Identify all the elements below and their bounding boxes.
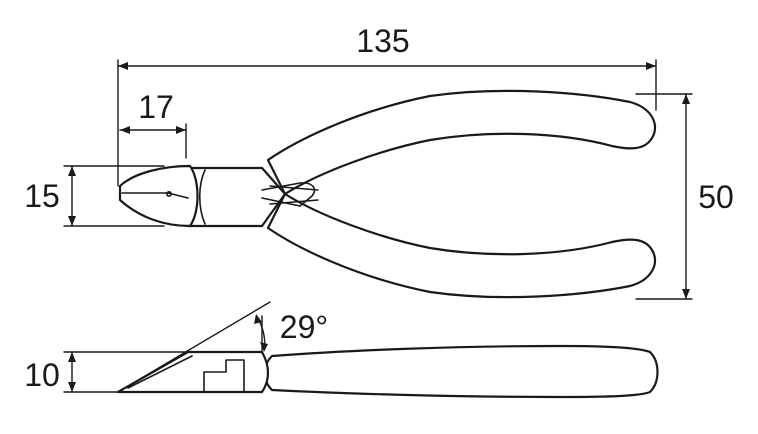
side-handle xyxy=(263,344,659,399)
return-spring xyxy=(261,182,316,207)
jaw-angle-label: 29° xyxy=(280,309,328,345)
head-length-label: 17 xyxy=(138,89,174,125)
spring-wire xyxy=(269,185,319,205)
head-width-label: 15 xyxy=(24,178,60,214)
joint-inner-line xyxy=(198,169,206,225)
upper-handle xyxy=(266,89,657,196)
pliers-side-view xyxy=(116,344,659,399)
dimension-handle-span: 50 xyxy=(635,93,734,300)
dimension-head-width: 15 xyxy=(24,165,165,227)
joint-body xyxy=(182,166,287,228)
pliers-top-view xyxy=(118,89,657,299)
side-step-detail xyxy=(203,359,245,393)
dimension-head-length: 17 xyxy=(119,89,187,159)
dimension-overall-length: 135 xyxy=(117,23,657,187)
side-jaw-bevel xyxy=(127,355,193,389)
side-head xyxy=(116,350,270,394)
thickness-label: 10 xyxy=(24,357,60,393)
handle-span-label: 50 xyxy=(698,179,734,215)
dimension-thickness: 10 xyxy=(24,351,197,393)
overall-length-label: 135 xyxy=(356,23,409,59)
jaw-pivot-dot xyxy=(166,191,173,198)
cutting-head xyxy=(118,164,199,228)
lower-handle xyxy=(266,192,657,299)
dimension-jaw-angle: 29° xyxy=(117,301,328,393)
